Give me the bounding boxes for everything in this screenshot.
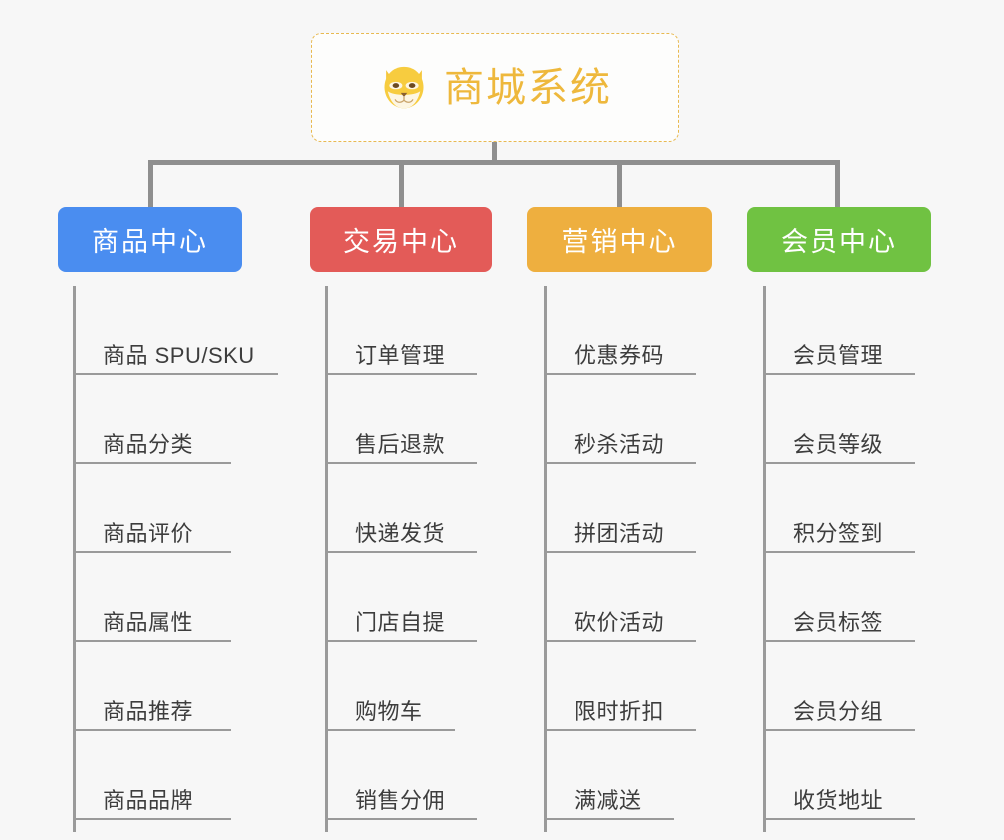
category-header-marketing-center[interactable]: 营销中心	[527, 207, 712, 272]
leaf-label: 销售分佣	[355, 787, 446, 813]
leaf-item[interactable]: 收货地址	[763, 731, 915, 820]
leaf-label: 收货地址	[793, 787, 884, 813]
leaf-item[interactable]: 拼团活动	[544, 464, 696, 553]
leaf-label: 会员标签	[793, 609, 884, 635]
leaf-item[interactable]: 快递发货	[325, 464, 477, 553]
leaf-label: 商品分类	[103, 431, 194, 457]
column-spine	[325, 286, 328, 832]
root-title: 商城系统	[444, 65, 612, 110]
category-header-trade-center[interactable]: 交易中心	[310, 207, 492, 272]
category-header-member-center[interactable]: 会员中心	[747, 207, 931, 272]
leaf-label: 购物车	[355, 698, 423, 724]
leaf-label: 售后退款	[355, 431, 446, 457]
connector-horizontal-bus	[148, 160, 840, 165]
leaf-label: 会员分组	[793, 698, 884, 724]
leaf-label: 优惠券码	[574, 342, 665, 368]
leaf-label: 会员等级	[793, 431, 884, 457]
leaf-item[interactable]: 满减送	[544, 731, 674, 820]
leaf-label: 会员管理	[793, 342, 884, 368]
connector-drop-marketing	[617, 160, 622, 207]
leaf-item[interactable]: 商品推荐	[73, 642, 231, 731]
leaf-label: 满减送	[574, 787, 642, 813]
leaf-item[interactable]: 商品 SPU/SKU	[73, 286, 278, 375]
leaf-label: 商品品牌	[103, 787, 194, 813]
leaf-item[interactable]: 订单管理	[325, 286, 477, 375]
connector-root-stem	[492, 142, 497, 164]
leaf-label: 快递发货	[355, 520, 446, 546]
leaf-label: 订单管理	[355, 342, 446, 368]
category-header-label: 商品中心	[92, 227, 208, 257]
leaf-item[interactable]: 商品属性	[73, 553, 231, 642]
leaf-item[interactable]: 限时折扣	[544, 642, 696, 731]
leaf-item[interactable]: 售后退款	[325, 375, 477, 464]
column-spine	[544, 286, 547, 832]
connector-drop-trade	[399, 160, 404, 207]
root-node[interactable]: 商城系统	[311, 33, 679, 142]
leaf-label: 商品属性	[103, 609, 194, 635]
category-header-product-center[interactable]: 商品中心	[58, 207, 242, 272]
leaf-item[interactable]: 商品评价	[73, 464, 231, 553]
leaf-item[interactable]: 秒杀活动	[544, 375, 696, 464]
leaf-item[interactable]: 会员分组	[763, 642, 915, 731]
leaf-label: 积分签到	[793, 520, 884, 546]
leaf-item[interactable]: 会员等级	[763, 375, 915, 464]
shiba-dog-face-icon	[384, 66, 424, 108]
leaf-label: 限时折扣	[574, 698, 665, 724]
leaf-label: 砍价活动	[574, 609, 665, 635]
leaf-label: 秒杀活动	[574, 431, 665, 457]
leaf-label: 商品 SPU/SKU	[103, 342, 255, 368]
leaf-item[interactable]: 门店自提	[325, 553, 477, 642]
connector-drop-product	[148, 160, 153, 207]
category-header-label: 交易中心	[343, 227, 459, 257]
leaf-item[interactable]: 优惠券码	[544, 286, 696, 375]
leaf-label: 商品评价	[103, 520, 194, 546]
leaf-item[interactable]: 砍价活动	[544, 553, 696, 642]
leaf-item[interactable]: 会员管理	[763, 286, 915, 375]
category-header-label: 营销中心	[561, 227, 678, 257]
leaf-item[interactable]: 销售分佣	[325, 731, 477, 820]
column-spine	[763, 286, 766, 832]
column-spine	[73, 286, 76, 832]
leaf-label: 拼团活动	[574, 520, 665, 546]
leaf-item[interactable]: 商品品牌	[73, 731, 231, 820]
leaf-label: 门店自提	[355, 609, 446, 635]
leaf-item[interactable]: 积分签到	[763, 464, 915, 553]
leaf-item[interactable]: 购物车	[325, 642, 455, 731]
connector-drop-member	[835, 160, 840, 207]
leaf-item[interactable]: 会员标签	[763, 553, 915, 642]
category-header-label: 会员中心	[781, 227, 897, 257]
leaf-item[interactable]: 商品分类	[73, 375, 231, 464]
leaf-label: 商品推荐	[103, 698, 194, 724]
